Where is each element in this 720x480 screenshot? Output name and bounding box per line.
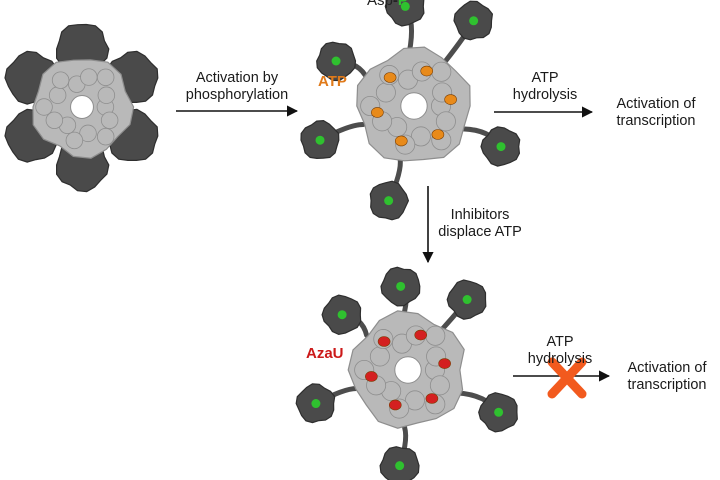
phospho-site xyxy=(497,142,506,151)
phospho-site xyxy=(332,57,341,66)
core-texture xyxy=(370,347,389,366)
azau-tag: AzaU xyxy=(306,345,344,362)
phospho-site xyxy=(384,196,393,205)
atp-ligand xyxy=(445,95,457,105)
inhibitors-label: Inhibitors displace ATP xyxy=(430,207,530,241)
phospho-site xyxy=(338,310,347,319)
atp-tag: ATP xyxy=(318,73,347,90)
inhibitors-label-line1: Inhibitors xyxy=(430,207,530,224)
transcription-label-2: Activation of transcription xyxy=(614,360,720,394)
phospho-site xyxy=(469,16,478,25)
asp-text: Asp xyxy=(367,0,393,9)
azau-ligand xyxy=(439,359,451,369)
asp-p-label: Asp-P xyxy=(367,0,408,9)
core-texture xyxy=(36,99,53,116)
core-texture xyxy=(430,376,449,395)
core-texture xyxy=(46,112,63,129)
central-pore xyxy=(71,96,94,119)
transcription-label-2-line1: Activation of xyxy=(614,360,720,377)
atp-ligand xyxy=(371,107,383,117)
atp-ligand xyxy=(421,66,433,76)
phospho-site xyxy=(494,408,503,417)
active-hexamer-atp xyxy=(301,0,520,220)
phospho-site xyxy=(395,461,404,470)
azau-ligand xyxy=(426,393,438,403)
azau-ligand xyxy=(389,400,401,410)
core-texture xyxy=(376,83,395,102)
core-texture xyxy=(97,69,114,86)
hydrolysis-label-2-line1: ATP xyxy=(520,334,600,351)
atp-ligand xyxy=(432,129,444,139)
core-texture xyxy=(98,87,115,104)
activation-label: Activation by phosphorylation xyxy=(178,70,296,104)
phospho-site xyxy=(311,399,320,408)
core-texture xyxy=(52,72,69,89)
phospho-site xyxy=(316,136,325,145)
hydrolysis-label-2: ATP hydrolysis xyxy=(520,334,600,368)
inhibitors-label-line2: displace ATP xyxy=(430,224,530,241)
hydrolysis-label-1-line2: hydrolysis xyxy=(500,87,590,104)
core-texture xyxy=(66,132,83,149)
activation-label-line2: phosphorylation xyxy=(178,87,296,104)
inactive-hexamer xyxy=(5,25,158,192)
azau-ligand xyxy=(378,337,390,347)
transcription-label-2-line2: transcription xyxy=(614,377,720,394)
core-texture xyxy=(97,128,114,145)
central-pore xyxy=(395,357,421,383)
core-texture xyxy=(81,69,98,86)
phospho-site xyxy=(463,295,472,304)
phosphate-text: P xyxy=(398,0,408,9)
hydrolysis-label-1-line1: ATP xyxy=(500,70,590,87)
phospho-site xyxy=(396,282,405,291)
core-texture xyxy=(101,112,118,129)
core-texture xyxy=(436,112,455,131)
core-texture xyxy=(426,326,445,345)
inhibited-hexamer-azau xyxy=(296,267,517,480)
azau-ligand xyxy=(415,330,427,340)
atp-ligand xyxy=(395,136,407,146)
core-texture xyxy=(49,87,66,104)
hydrolysis-label-1: ATP hydrolysis xyxy=(500,70,590,104)
transcription-label-1-line2: transcription xyxy=(602,113,710,130)
central-pore xyxy=(401,93,427,119)
transcription-label-1: Activation of transcription xyxy=(602,96,710,130)
azau-ligand xyxy=(365,371,377,381)
hydrolysis-label-2-line2: hydrolysis xyxy=(520,351,600,368)
transcription-label-1-line1: Activation of xyxy=(602,96,710,113)
core-texture xyxy=(432,62,451,81)
atp-ligand xyxy=(384,73,396,83)
activation-label-line1: Activation by xyxy=(178,70,296,87)
